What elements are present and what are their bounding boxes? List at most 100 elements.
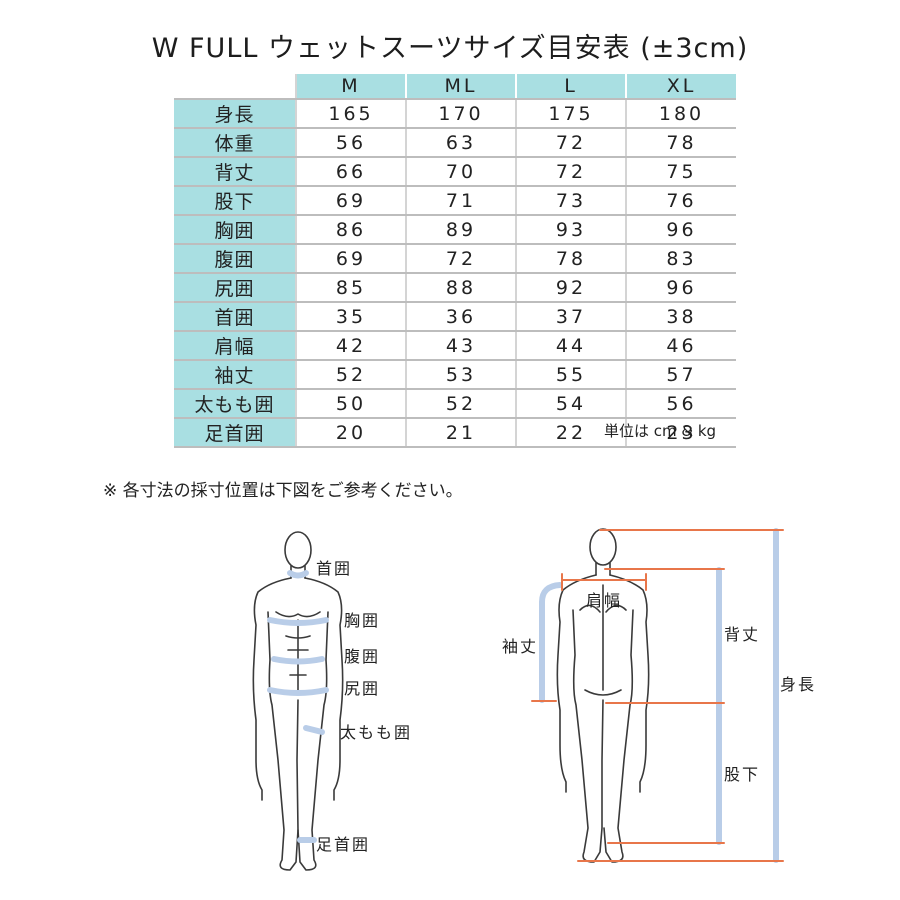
label-hip: 尻囲 [344,679,380,698]
table-cell: 78 [516,244,627,275]
table-cell: 52 [296,360,407,391]
table-cell: 83 [626,244,736,275]
table-cell: 180 [626,99,736,130]
table-cell: 85 [296,273,407,304]
table-cell: 70 [406,157,517,188]
table-cell: 96 [626,215,736,246]
table-cell: 20 [296,418,407,449]
table-cell: 46 [626,331,736,362]
back-measure-lines [531,528,784,863]
table-cell: 66 [296,157,407,188]
table-cell: 86 [296,215,407,246]
sleeve-band [539,582,563,703]
label-chest: 胸囲 [344,611,380,630]
table-cell: 37 [516,302,627,333]
row-label: 体重 [174,128,297,159]
table-cell: 170 [406,99,517,130]
hip-band [267,687,329,696]
column-header-m: M [296,74,407,101]
row-label: 首囲 [174,302,297,333]
table-cell: 56 [626,389,736,420]
table-header-row: M ML L XL [174,74,736,101]
label-neck: 首囲 [316,559,352,578]
row-label: 背丈 [174,157,297,188]
thigh-band [303,725,325,735]
label-shoulder: 肩幅 [586,591,622,610]
table-cell: 35 [296,302,407,333]
row-label: 肩幅 [174,331,297,362]
table-cell: 38 [626,302,736,333]
table-cell: 73 [516,186,627,217]
neck-band [287,570,309,579]
back-body-figure [556,528,650,863]
table-cell: 92 [516,273,627,304]
table-cell: 57 [626,360,736,391]
table-cell: 43 [406,331,517,362]
label-back-length: 背丈 [724,625,760,644]
table-cell: 76 [626,186,736,217]
column-header-xl: XL [626,74,736,101]
row-label: 袖丈 [174,360,297,391]
front-body-figure [252,531,344,871]
table-cell: 55 [516,360,627,391]
column-header-ml: ML [406,74,517,101]
table-cell: 69 [296,186,407,217]
page-title: W FULL ウェットスーツサイズ目安表 (±3cm) [151,33,749,64]
front-measure-bands [267,570,329,843]
row-label: 太もも囲 [174,389,297,420]
table-corner-cell [174,74,297,101]
table-cell: 165 [296,99,407,130]
table-cell: 44 [516,331,627,362]
table-cell: 63 [406,128,517,159]
row-label: 股下 [174,186,297,217]
label-ankle: 足首囲 [316,835,370,854]
table-cell: 88 [406,273,517,304]
table-cell: 56 [296,128,407,159]
table-cell: 71 [406,186,517,217]
unit-note: 単位は cm & kg [604,422,717,440]
row-label: 身長 [174,99,297,130]
table-cell: 23 [626,418,736,449]
table-cell: 54 [516,389,627,420]
table-cell: 50 [296,389,407,420]
table-cell: 69 [296,244,407,275]
table-cell: 42 [296,331,407,362]
waist-band [271,656,325,665]
table-cell: 72 [516,128,627,159]
table-cell: 175 [516,99,627,130]
table-cell: 75 [626,157,736,188]
label-waist: 腹囲 [344,647,380,666]
table-cell: 22 [516,418,627,449]
row-label: 腹囲 [174,244,297,275]
column-header-l: L [516,74,627,101]
table-cell: 93 [516,215,627,246]
table-cell: 53 [406,360,517,391]
label-height: 身長 [780,675,816,694]
table-cell: 36 [406,302,517,333]
row-label: 足首囲 [174,418,297,449]
table-cell: 72 [516,157,627,188]
label-sleeve: 袖丈 [502,637,538,656]
chest-band [267,617,329,626]
table-cell: 89 [406,215,517,246]
table-cell: 52 [406,389,517,420]
table-cell: 96 [626,273,736,304]
row-label: 胸囲 [174,215,297,246]
label-thigh: 太もも囲 [340,723,412,742]
label-inseam: 股下 [724,765,760,784]
table-cell: 78 [626,128,736,159]
